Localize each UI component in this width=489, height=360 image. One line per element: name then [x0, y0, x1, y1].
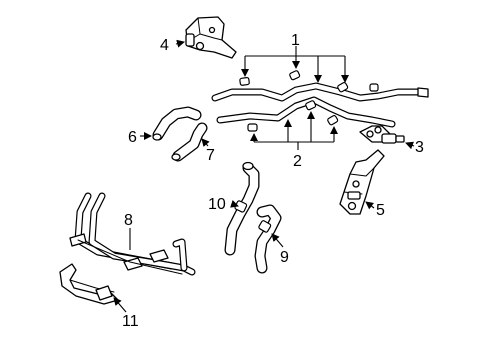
callout-2[interactable]: 2: [293, 153, 302, 170]
leader-9: [271, 233, 284, 248]
leader-3: [405, 141, 415, 150]
part-6-hose[interactable]: [152, 106, 202, 141]
leader-1: [241, 46, 349, 83]
part-11-bracket[interactable]: [59, 263, 119, 305]
callout-5[interactable]: 5: [376, 202, 385, 219]
part-10-hose[interactable]: [224, 161, 260, 256]
callout-1[interactable]: 1: [291, 32, 300, 49]
leader-2: [250, 111, 338, 150]
callout-11[interactable]: 11: [122, 313, 139, 330]
part-2-lower-tube[interactable]: [216, 96, 396, 128]
callout-3[interactable]: 3: [415, 139, 424, 156]
part-4-bracket[interactable]: [185, 16, 237, 59]
part-1-upper-tube[interactable]: [211, 82, 429, 102]
callout-7[interactable]: 7: [206, 147, 215, 164]
leader-11: [113, 297, 127, 313]
part-9-hose[interactable]: [254, 204, 282, 274]
part-1-clamps[interactable]: [239, 70, 349, 93]
part-8-cooler-tubes[interactable]: [69, 192, 196, 276]
callout-9[interactable]: 9: [280, 249, 289, 266]
leader-4: [175, 39, 185, 48]
part-2-clamps[interactable]: [247, 100, 339, 132]
callout-4[interactable]: 4: [160, 37, 169, 54]
part-3-fitting[interactable]: [359, 125, 405, 144]
leader-5: [365, 201, 375, 210]
part-7-hose[interactable]: [171, 122, 208, 162]
callout-10[interactable]: 10: [208, 196, 226, 213]
part-5-bracket[interactable]: [339, 149, 385, 215]
callout-6[interactable]: 6: [128, 129, 137, 146]
callout-8[interactable]: 8: [124, 212, 133, 229]
leader-7: [201, 138, 210, 147]
leader-10: [230, 199, 239, 208]
